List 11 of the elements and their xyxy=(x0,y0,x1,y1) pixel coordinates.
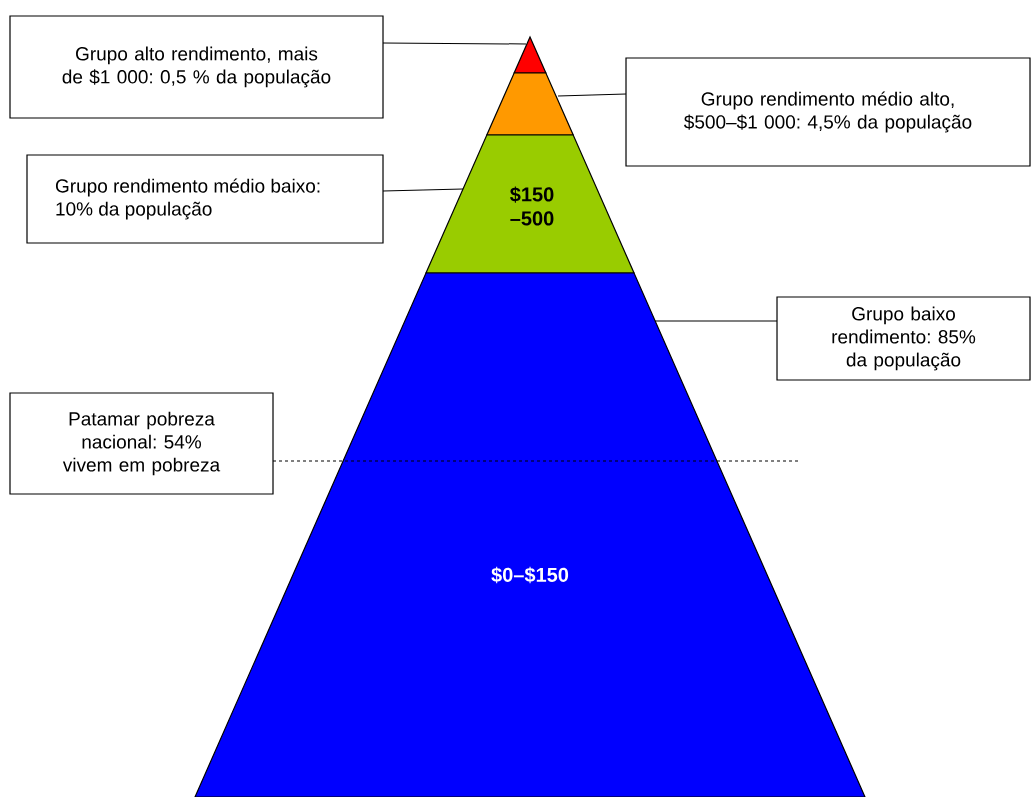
threshold-line xyxy=(272,460,801,462)
callout-box: Grupo alto rendimento, mais de $1 000: 0,5 % da população xyxy=(9,15,384,119)
callout-box: Grupo rendimento médio baixo: 10% da população xyxy=(26,154,384,244)
leader-line xyxy=(654,320,778,322)
leader-line xyxy=(557,93,627,97)
leader-line xyxy=(382,42,527,45)
leader-line xyxy=(382,188,464,192)
callout-box: Grupo rendimento médio alto, $500–$1 000: 4,5% da população xyxy=(625,57,1031,167)
callout-box: Grupo baixo rendimento: 85% da população xyxy=(776,296,1031,381)
pyramid-layer: $150 –500 xyxy=(425,134,635,274)
callout-box: Patamar pobreza nacional: 54% vivem em pobreza xyxy=(9,392,274,495)
